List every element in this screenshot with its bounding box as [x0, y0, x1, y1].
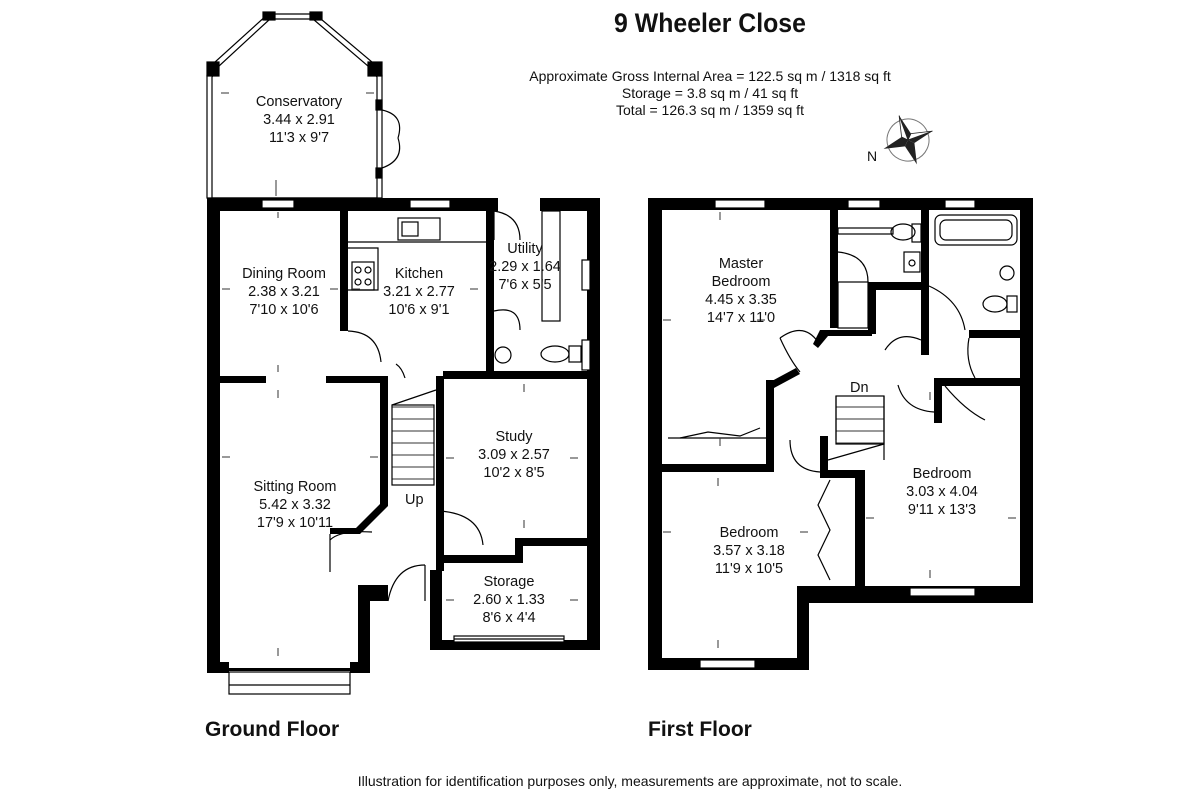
room-master-bedroom: Master Bedroom 4.45 x 3.35 14'7 x 11'0 — [705, 255, 777, 327]
first-floor-label: First Floor — [648, 718, 752, 741]
wall — [1020, 198, 1033, 603]
room-sitting: Sitting Room 5.42 x 3.32 17'9 x 10'11 — [253, 478, 336, 532]
total-area: Total = 126.3 sq m / 1359 sq ft — [616, 102, 804, 118]
room-metric: 3.44 x 2.91 — [263, 112, 335, 128]
room-imperial: 11'9 x 10'5 — [714, 561, 784, 577]
ground-floor-linework — [206, 11, 591, 695]
room-metric: 4.45 x 3.35 — [705, 292, 777, 308]
wall — [326, 376, 386, 383]
wall — [358, 585, 370, 670]
wall — [820, 470, 865, 478]
wall — [430, 640, 600, 650]
wall — [648, 198, 662, 670]
wall — [430, 570, 442, 650]
wall — [370, 585, 388, 601]
first-floor-linework — [663, 199, 1018, 669]
wall — [921, 210, 929, 355]
wall — [220, 376, 266, 383]
room-dining: Dining Room 2.38 x 3.21 7'10 x 10'6 — [242, 265, 326, 319]
room-study: Study 3.09 x 2.57 10'2 x 8'5 — [478, 428, 550, 482]
wall — [797, 586, 809, 670]
room-name: Kitchen — [394, 266, 444, 282]
room-metric: 3.03 x 4.04 — [906, 484, 978, 500]
room-name-line2: Bedroom — [711, 274, 771, 290]
room-name: Storage — [483, 574, 535, 590]
disclaimer: Illustration for identification purposes… — [357, 773, 903, 789]
room-name: Bedroom — [912, 466, 972, 482]
room-name: Utility — [507, 241, 543, 257]
room-metric: 3.09 x 2.57 — [478, 447, 550, 463]
ground-floor-label: Ground Floor — [205, 718, 340, 741]
room-imperial: 10'6 x 9'1 — [388, 302, 450, 318]
wall — [766, 380, 774, 472]
room-metric: 5.42 x 3.32 — [259, 497, 331, 513]
wall — [770, 368, 800, 388]
room-imperial: 8'6 x 4'4 — [482, 610, 536, 626]
room-name: Sitting Room — [253, 479, 337, 495]
wall — [340, 211, 348, 331]
room-imperial: 14'7 x 11'0 — [706, 310, 776, 326]
wall — [830, 210, 838, 328]
wall — [443, 371, 587, 379]
room-name: Study — [495, 429, 533, 445]
wall — [207, 662, 229, 673]
wall — [868, 282, 876, 334]
room-name: Dining Room — [242, 266, 326, 282]
compass-rose-icon — [883, 115, 933, 165]
compass-north-label: N — [867, 148, 878, 164]
wall — [587, 198, 600, 650]
room-name: Master — [718, 256, 764, 272]
wall — [380, 376, 388, 506]
ground-floor-plan — [207, 198, 600, 673]
stairs-down-label: Dn — [850, 380, 869, 396]
stairs-up-label: Up — [405, 492, 424, 508]
wall — [515, 538, 523, 563]
room-imperial: 7'10 x 10'6 — [249, 302, 319, 318]
area-summary: Approximate Gross Internal Area = 122.5 … — [500, 68, 920, 119]
room-name: Conservatory — [255, 94, 343, 110]
room-imperial: 7'6 x 5'5 — [498, 277, 552, 293]
room-imperial: 9'11 x 13'3 — [907, 502, 977, 518]
wall — [969, 330, 1020, 338]
wall — [225, 668, 355, 671]
wall — [662, 464, 772, 472]
wall — [938, 378, 1020, 386]
room-metric: 3.57 x 3.18 — [713, 543, 785, 559]
room-conservatory: Conservatory 3.44 x 2.91 11'3 x 9'7 — [256, 93, 342, 147]
wall — [813, 330, 872, 348]
room-metric: 2.60 x 1.33 — [473, 592, 545, 608]
wall — [868, 282, 923, 290]
gross-area: Approximate Gross Internal Area = 122.5 … — [529, 68, 891, 84]
wall — [330, 500, 388, 534]
room-imperial: 17'9 x 10'11 — [256, 515, 334, 531]
page-title: 9 Wheeler Close — [614, 8, 806, 38]
room-bedroom-3: Bedroom 3.03 x 4.04 9'11 x 13'3 — [906, 465, 978, 519]
wall — [486, 211, 494, 371]
room-utility: Utility 2.29 x 1.64 7'6 x 5'5 — [489, 240, 561, 294]
room-metric: 2.29 x 1.64 — [489, 259, 561, 275]
room-metric: 2.38 x 3.21 — [248, 284, 320, 300]
room-kitchen: Kitchen 3.21 x 2.77 10'6 x 9'1 — [383, 265, 455, 319]
room-name: Bedroom — [719, 525, 779, 541]
wall — [540, 198, 600, 211]
wall — [515, 538, 590, 546]
room-metric: 3.21 x 2.77 — [383, 284, 455, 300]
room-imperial: 11'3 x 9'7 — [268, 130, 330, 146]
wall — [207, 198, 220, 673]
wall — [820, 436, 828, 476]
storage-area: Storage = 3.8 sq m / 41 sq ft — [621, 85, 799, 101]
wall — [436, 376, 444, 571]
wall — [443, 555, 523, 563]
room-imperial: 10'2 x 8'5 — [483, 465, 545, 481]
wall — [855, 475, 865, 587]
room-bedroom-2: Bedroom 3.57 x 3.18 11'9 x 10'5 — [713, 524, 785, 578]
first-floor-plan — [648, 198, 1033, 670]
wall — [934, 378, 942, 423]
room-storage: Storage 2.60 x 1.33 8'6 x 4'4 — [473, 573, 545, 627]
